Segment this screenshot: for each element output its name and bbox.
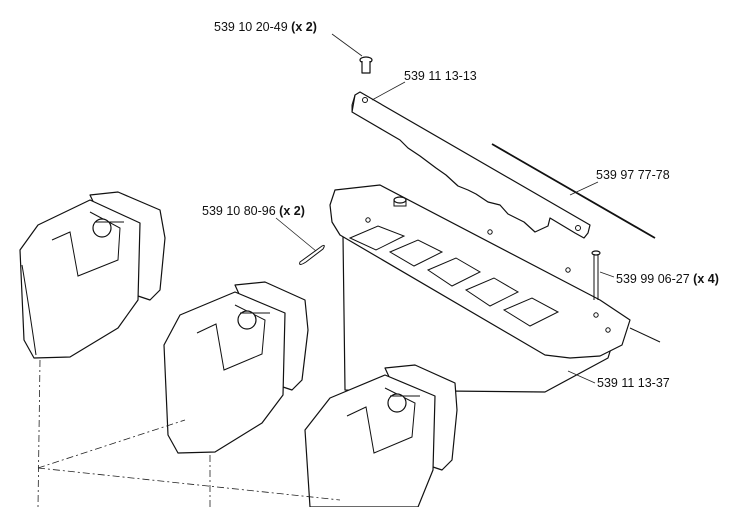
callout-label: 539 11 13-13 [404, 69, 477, 83]
suitcase-weight-3 [304, 364, 458, 507]
callout-label: 539 10 20-49 (x 2) [214, 20, 317, 34]
tray-part [329, 184, 661, 393]
callout-label: 539 10 80-96 (x 2) [202, 204, 305, 218]
bracket-bar-part [351, 91, 591, 239]
bolt-part [359, 56, 373, 74]
suitcase-weight-1 [19, 191, 166, 359]
callout-label: 539 99 06-27 (x 4) [616, 272, 719, 286]
hairpin-part [299, 244, 325, 265]
suitcase-weight-2 [163, 281, 309, 454]
leader-lines [275, 33, 615, 384]
callout-label: 539 11 13-37 [597, 376, 670, 390]
callout-label: 539 97 77-78 [596, 168, 670, 182]
pin-part [591, 250, 601, 300]
assembly-center-lines [37, 359, 341, 507]
rod-part [491, 143, 656, 239]
